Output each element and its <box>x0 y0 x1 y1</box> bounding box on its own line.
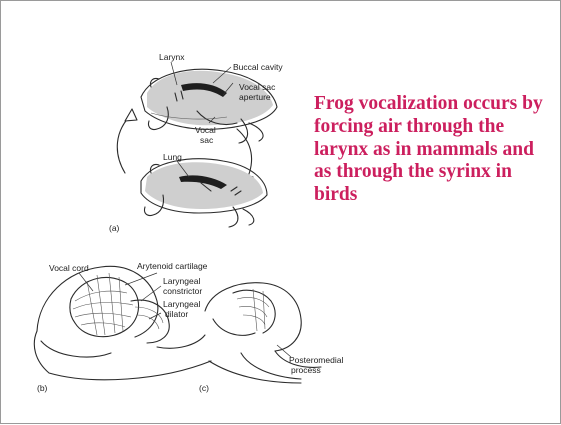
label-vocal-sac-aperture-line2: aperture <box>239 92 271 102</box>
panel-a-tag: (a) <box>109 223 120 233</box>
label-lung: Lung <box>163 152 182 162</box>
panel-c-tag: (c) <box>199 383 209 393</box>
panel-c: Posteromedial process (c) <box>199 283 343 393</box>
label-vocal-sac-line2: sac <box>200 135 214 145</box>
label-vocal-sac: Vocal <box>195 125 216 135</box>
panel-b: Vocal cord Arytenoid cartilage Laryngeal… <box>34 261 211 393</box>
label-posteromedial-process: Posteromedial <box>289 355 343 365</box>
label-laryngeal-constrictor-line2: constrictor <box>163 286 202 296</box>
caption-text: Frog vocalization occurs by forcing air … <box>314 93 544 207</box>
panel-a: Larynx Buccal cavity Vocal sac aperture … <box>109 52 283 233</box>
label-vocal-sac-aperture: Vocal sac <box>239 82 276 92</box>
panel-b-tag: (b) <box>37 383 48 393</box>
label-laryngeal-constrictor: Laryngeal <box>163 276 200 286</box>
label-larynx: Larynx <box>159 52 185 62</box>
label-vocal-cord: Vocal cord <box>49 263 89 273</box>
label-laryngeal-dilator: Laryngeal <box>163 299 200 309</box>
label-arytenoid-cartilage: Arytenoid cartilage <box>137 261 208 271</box>
label-laryngeal-dilator-line2: dilator <box>165 309 188 319</box>
label-posteromedial-process-line2: process <box>291 365 321 375</box>
label-buccal-cavity: Buccal cavity <box>233 62 283 72</box>
frog-lower-illustration <box>141 159 267 227</box>
